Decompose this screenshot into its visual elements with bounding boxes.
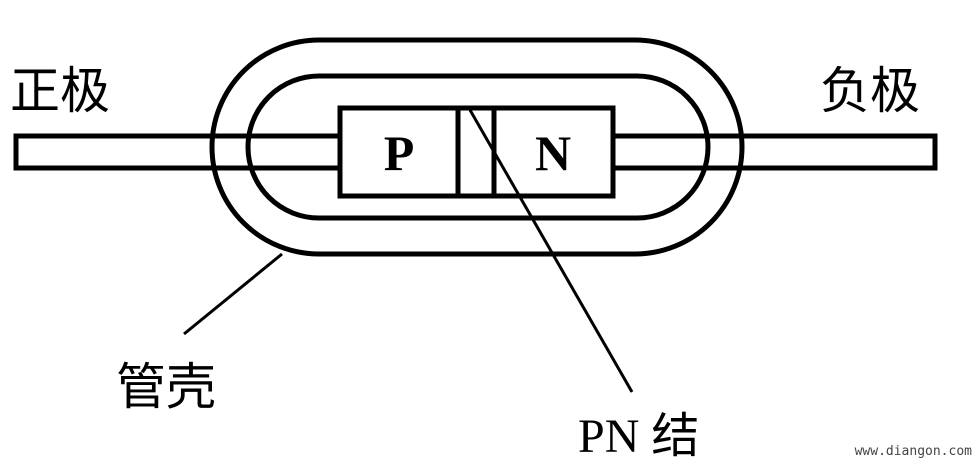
p-region-block <box>337 105 461 199</box>
casing-leader-line <box>183 252 283 336</box>
anode-label: 正极 <box>10 62 110 120</box>
cathode-label: 负极 <box>820 62 920 120</box>
p-region-label: P <box>384 125 415 181</box>
watermark-text: www.diangon.com <box>855 444 973 459</box>
junction-label: PN 结 <box>578 410 699 463</box>
junction-leader-line <box>468 109 634 393</box>
casing-label: 管壳 <box>116 358 216 416</box>
n-region-label: N <box>535 125 571 181</box>
